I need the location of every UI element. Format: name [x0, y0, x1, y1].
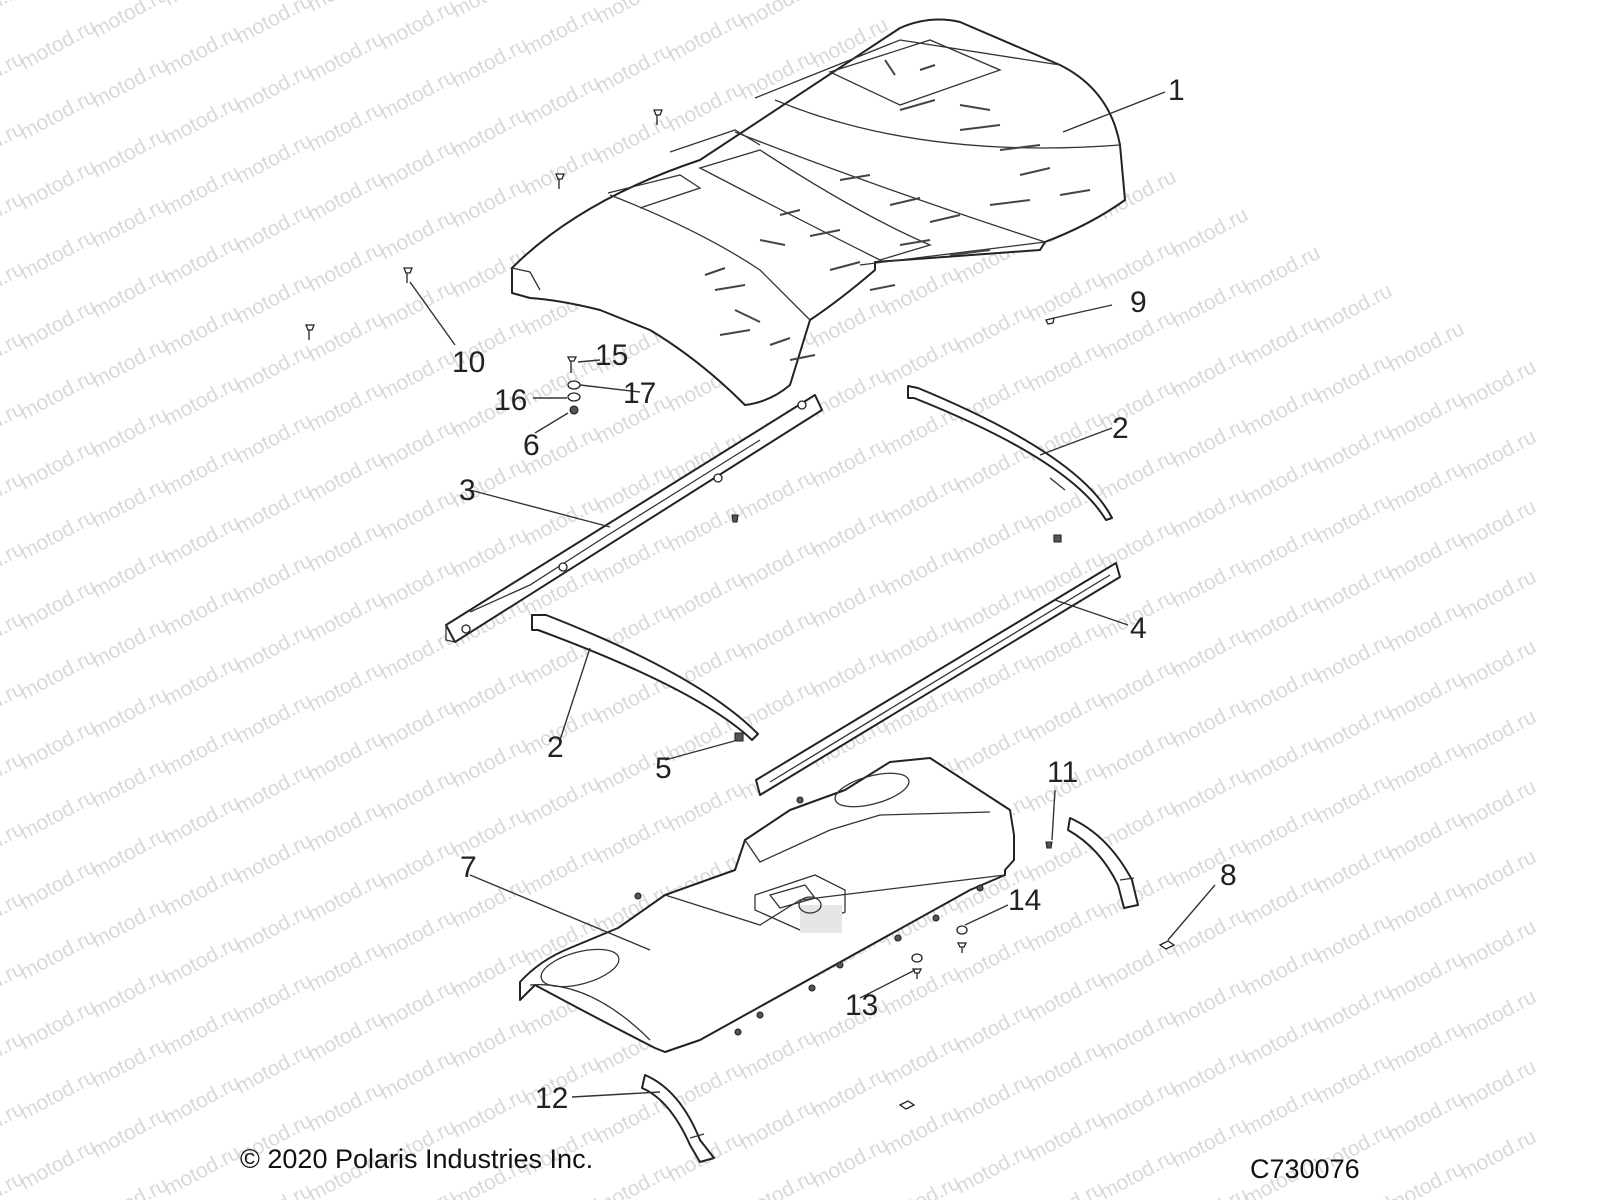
callout-2-upper: 2: [1112, 412, 1129, 445]
left-roof-rail: [445, 394, 823, 643]
callout-8: 8: [1220, 859, 1237, 892]
callout-2-lower: 2: [547, 731, 564, 764]
callout-14: 14: [1008, 884, 1041, 917]
callout-labels: 1 2 2 3 4 5 6 7 8 9 10 11 12 13 14 15 16…: [452, 74, 1237, 1115]
roof-panel: [511, 18, 1126, 406]
grab-handle-right: [1067, 817, 1139, 909]
callout-12: 12: [535, 1082, 568, 1115]
callout-5: 5: [655, 752, 672, 785]
headliner-panel: [519, 757, 1015, 1053]
callout-13: 13: [845, 989, 878, 1022]
callout-16: 16: [494, 384, 527, 417]
callout-9: 9: [1130, 286, 1147, 319]
callout-11: 11: [1047, 756, 1078, 789]
callout-17: 17: [623, 377, 656, 410]
side-trim-right: [907, 385, 1113, 521]
callout-15: 15: [595, 339, 628, 372]
roof-seal-strip: [755, 562, 1121, 796]
callout-1: 1: [1168, 74, 1185, 107]
callout-6: 6: [523, 429, 540, 462]
callout-4: 4: [1130, 612, 1147, 645]
figure-code: C730076: [1250, 1154, 1360, 1184]
side-trim-left: [531, 614, 759, 741]
copyright-notice: © 2020 Polaris Industries Inc.: [240, 1144, 593, 1174]
callout-7: 7: [460, 851, 477, 884]
grab-handle-left: [641, 1074, 715, 1163]
leader-lines: [409, 91, 1216, 1098]
callout-3: 3: [459, 474, 476, 507]
callout-10: 10: [452, 346, 485, 379]
